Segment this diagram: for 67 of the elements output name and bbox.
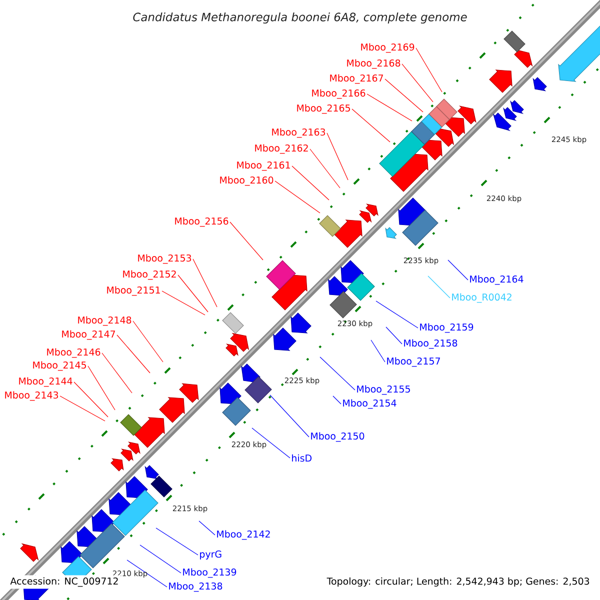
gene-label: Mboo_2159 (420, 323, 474, 333)
leader-line (274, 180, 320, 214)
gene-label: Mboo_2139 (183, 568, 236, 578)
leader-line (116, 334, 150, 374)
leader-line (60, 396, 106, 422)
gene-label: Mboo_2146 (47, 348, 100, 358)
gene-label: Mboo_R0042 (452, 293, 512, 303)
gene-label: Mboo_2160 (220, 176, 274, 186)
gene-label: Mboo_2153 (138, 254, 192, 264)
leader-line (88, 366, 116, 410)
leader-line (252, 428, 290, 458)
gene-label: Mboo_2145 (33, 361, 86, 371)
leader-line (162, 290, 206, 316)
leader-line (102, 352, 132, 394)
leader-line (198, 520, 216, 536)
leader-line (376, 300, 418, 328)
leader-line (386, 326, 402, 344)
gene-label: Mboo_2152 (123, 270, 176, 280)
gene-label: Mboo_2142 (217, 530, 270, 540)
gene-label: Mboo_2147 (62, 330, 115, 340)
gene-label: Mboo_2154 (343, 399, 396, 409)
gene-label: Mboo_2157 (387, 357, 440, 367)
leader-line (352, 108, 390, 142)
gene-label: Mboo_2150 (311, 432, 364, 442)
leader-line (178, 274, 208, 312)
gene-label: hisD (292, 454, 312, 462)
leader-line (332, 396, 342, 404)
leader-line (416, 48, 442, 92)
leader-line (402, 64, 434, 102)
gene-label: Mboo_2165 (297, 104, 350, 114)
gene-label: Mboo_2156 (175, 217, 228, 227)
leader-line (292, 166, 330, 200)
gene-label: Mboo_2158 (404, 339, 458, 349)
footer-text: Topology: circular; Length: 2,542,943 bp; Genes: 2,503 (324, 575, 592, 589)
leader-line (270, 394, 310, 438)
leader-line (384, 78, 424, 112)
gene-label: Mboo_2164 (470, 275, 524, 285)
gene-label: Mboo_2144 (19, 377, 72, 387)
gene-label: Mboo_2148 (78, 316, 132, 326)
title: Candidatus Methanoregula boonei 6A8, complete genome (133, 12, 467, 24)
gene-label: pyrG (200, 550, 222, 560)
gene-label: Mboo_2143 (5, 391, 58, 401)
gene-label: Mboo_2169 (361, 43, 414, 53)
gene-label: Mboo_2151 (107, 286, 160, 296)
gene-label: Mboo_2161 (237, 161, 290, 171)
leader-line (132, 320, 164, 362)
leader-line (126, 560, 168, 588)
leader-line (230, 222, 264, 260)
leader-line (320, 356, 356, 390)
leader-line (156, 528, 198, 556)
leader-line (326, 132, 348, 180)
leader-line (370, 340, 386, 362)
gene-label: Mboo_2168 (347, 59, 400, 69)
gene-label: Mboo_2163 (272, 128, 326, 138)
leader-line (192, 258, 218, 308)
gene-label: Mboo_2166 (312, 89, 366, 99)
gene-label: Mboo_2167 (330, 74, 383, 84)
leader-line (428, 276, 450, 298)
gene-label: Mboo_2155 (357, 385, 410, 395)
gene-label: Mboo_2162 (255, 144, 308, 154)
leader-line (310, 148, 340, 188)
leader-line (74, 382, 108, 418)
leader-line (140, 544, 182, 574)
leader-line (448, 260, 468, 280)
footer-text: Accession: NC_009712 (8, 575, 121, 589)
gene-label: Mboo_2138 (169, 582, 222, 592)
leader-line (366, 94, 412, 122)
